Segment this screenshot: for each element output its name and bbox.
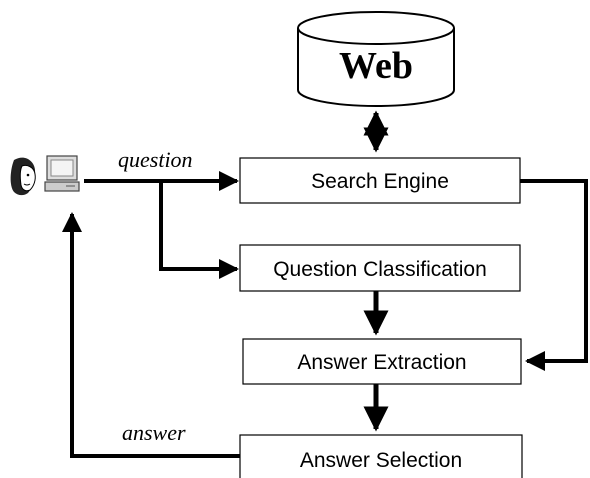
- web-database: Web: [297, 11, 455, 107]
- question-classification-label: Question Classification: [273, 258, 487, 281]
- answer-extraction-node: Answer Extraction: [242, 338, 522, 385]
- answer-selection-node: Answer Selection: [239, 434, 523, 478]
- search-engine-to-extraction-arrow: [520, 179, 588, 371]
- search-engine-label: Search Engine: [311, 170, 449, 193]
- search-engine-node: Search Engine: [239, 157, 521, 204]
- web-database-label: Web: [339, 45, 413, 87]
- computer-icon: [44, 155, 80, 192]
- answer-selection-label: Answer Selection: [300, 449, 462, 472]
- question-to-classification-arrow: [159, 181, 239, 279]
- question-classification-node: Question Classification: [239, 244, 521, 292]
- answer-extraction-label: Answer Extraction: [297, 351, 466, 374]
- answer-edge-label: answer: [122, 420, 186, 445]
- answer-to-user-arrow: [62, 212, 240, 458]
- user-face-icon: [10, 157, 36, 196]
- question-edge-label: question: [118, 147, 193, 172]
